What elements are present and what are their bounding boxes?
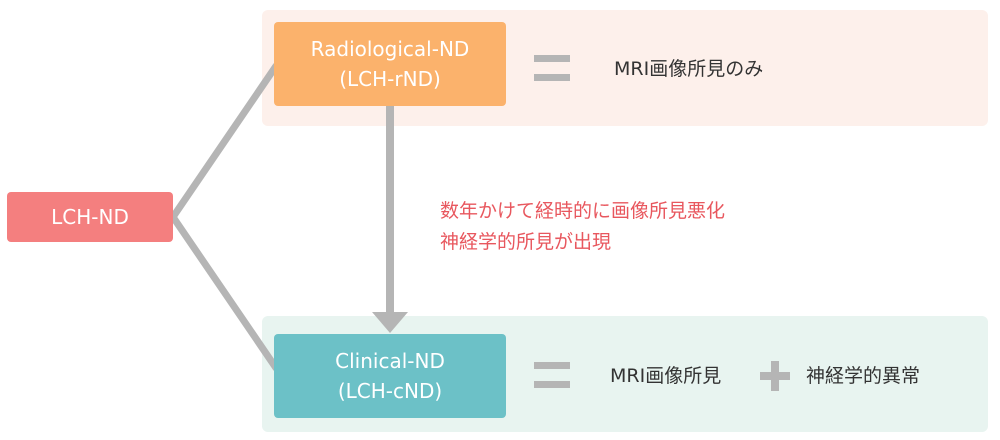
clinical-definition-mri: MRI画像所見 (610, 365, 722, 387)
radiological-nd-box: Radiological-ND (LCH-rND) (274, 22, 506, 106)
progression-note-line2: 神経学的所見が出現 (440, 231, 612, 253)
progression-note: 数年かけて経時的に画像所見悪化 神経学的所見が出現 (440, 196, 725, 258)
branch-line-lower (169, 213, 280, 372)
equals-icon (534, 362, 570, 388)
branch-line-upper (169, 62, 280, 221)
equals-icon (534, 55, 570, 81)
lch-nd-label: LCH-ND (51, 205, 129, 229)
arrow-down-icon (372, 312, 408, 333)
progression-note-line1: 数年かけて経時的に画像所見悪化 (440, 200, 726, 222)
clinical-definition-neuro: 神経学的異常 (806, 365, 921, 387)
clinical-nd-title: Clinical-ND (335, 349, 445, 373)
clinical-nd-abbrev: (LCH-cND) (337, 379, 443, 403)
lch-nd-box: LCH-ND (7, 192, 173, 242)
plus-icon (760, 361, 790, 391)
radiological-definition: MRI画像所見のみ (614, 58, 764, 80)
radiological-nd-title: Radiological-ND (310, 37, 470, 61)
clinical-nd-box: Clinical-ND (LCH-cND) (274, 334, 506, 418)
radiological-nd-abbrev: (LCH-rND) (339, 67, 441, 91)
